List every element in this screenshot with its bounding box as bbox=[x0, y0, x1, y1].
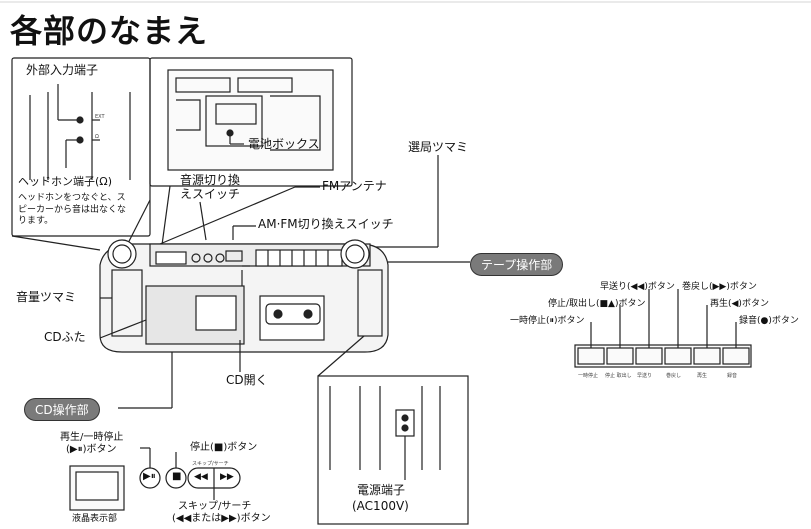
headphone-note: ヘッドホンをつなぐと、スピーカーから音は出なくなります。 bbox=[18, 193, 127, 227]
fast-forward-label: 早送り(◀◀)ボタン bbox=[600, 282, 675, 292]
tape-caption-rew: 巻戻し bbox=[666, 373, 682, 379]
headphone-jack-label: ヘッドホン端子(Ω) bbox=[18, 175, 112, 188]
tape-section-badge: テープ操作部 bbox=[470, 253, 564, 276]
external-input-callout bbox=[11, 57, 151, 256]
pause-label: 一時停止(⏸)ボタン bbox=[510, 316, 585, 326]
volume-knob-label: 音量ツマミ bbox=[16, 290, 77, 304]
fm-antenna-label: FMアンテナ bbox=[322, 179, 387, 193]
tape-caption-ff: 早送り bbox=[637, 373, 653, 379]
tape-buttons-panel bbox=[574, 289, 752, 368]
cd-play-pause-icon: ▶⏸ bbox=[143, 471, 156, 482]
external-input-label: 外部入力端子 bbox=[26, 63, 99, 77]
battery-box-callout bbox=[149, 57, 353, 246]
record-label: 録音(●)ボタン bbox=[739, 316, 799, 326]
cd-skip-back-icon: ◀◀ bbox=[194, 472, 208, 482]
cd-skip-symbol: (◀◀または▶▶)ボタン bbox=[172, 513, 271, 524]
tape-caption-pause: 一時停止 bbox=[578, 373, 599, 379]
cd-lid-label: CDふた bbox=[44, 330, 86, 344]
rewind-label: 巻戻し(▶▶)ボタン bbox=[682, 282, 757, 292]
page-title: 各部のなまえ bbox=[10, 12, 209, 50]
cd-stop-icon: ■ bbox=[172, 471, 182, 482]
cd-skip-panel-caption: スキップ/サーチ bbox=[192, 461, 229, 467]
external-input-jack-icon: EXT bbox=[95, 114, 105, 120]
cd-stop-label: 停止(■)ボタン bbox=[190, 442, 258, 453]
cd-play-pause-label: 再生/一時停止 bbox=[60, 432, 124, 443]
battery-box-label: 電池ボックス bbox=[248, 137, 320, 151]
tape-caption-rec: 録音 bbox=[727, 373, 738, 379]
am-fm-switch-label: AM·FM切り換えスイッチ bbox=[258, 217, 394, 231]
play-label: 再生(◀)ボタン bbox=[710, 299, 769, 309]
stop-eject-label: 停止/取出し(■▲)ボタン bbox=[548, 299, 646, 309]
cd-skip-label: スキップ/サーチ bbox=[178, 501, 252, 512]
tuning-knob-label: 選局ツマミ bbox=[408, 140, 469, 154]
cd-skip-forward-icon: ▶▶ bbox=[220, 472, 234, 482]
cd-controls-panel bbox=[69, 447, 241, 511]
cd-play-pause-symbol: (▶⏸)ボタン bbox=[66, 444, 117, 455]
cd-lcd-label: 液晶表示部 bbox=[72, 514, 118, 524]
headphone-jack-icon: Ω bbox=[95, 134, 99, 140]
tape-caption-play: 再生 bbox=[697, 373, 708, 379]
tape-caption-stop: 停止 取出し bbox=[605, 373, 632, 379]
cd-section-badge: CD操作部 bbox=[24, 398, 100, 421]
cd-open-label: CD開く bbox=[226, 373, 268, 387]
boombox-body bbox=[99, 239, 389, 353]
power-terminal-label: 電源端子 bbox=[357, 483, 406, 497]
source-switch-label: 音源切り換えスイッチ bbox=[180, 173, 241, 201]
power-terminal-spec: (AC100V) bbox=[352, 499, 409, 513]
power-terminal-callout bbox=[317, 335, 469, 525]
